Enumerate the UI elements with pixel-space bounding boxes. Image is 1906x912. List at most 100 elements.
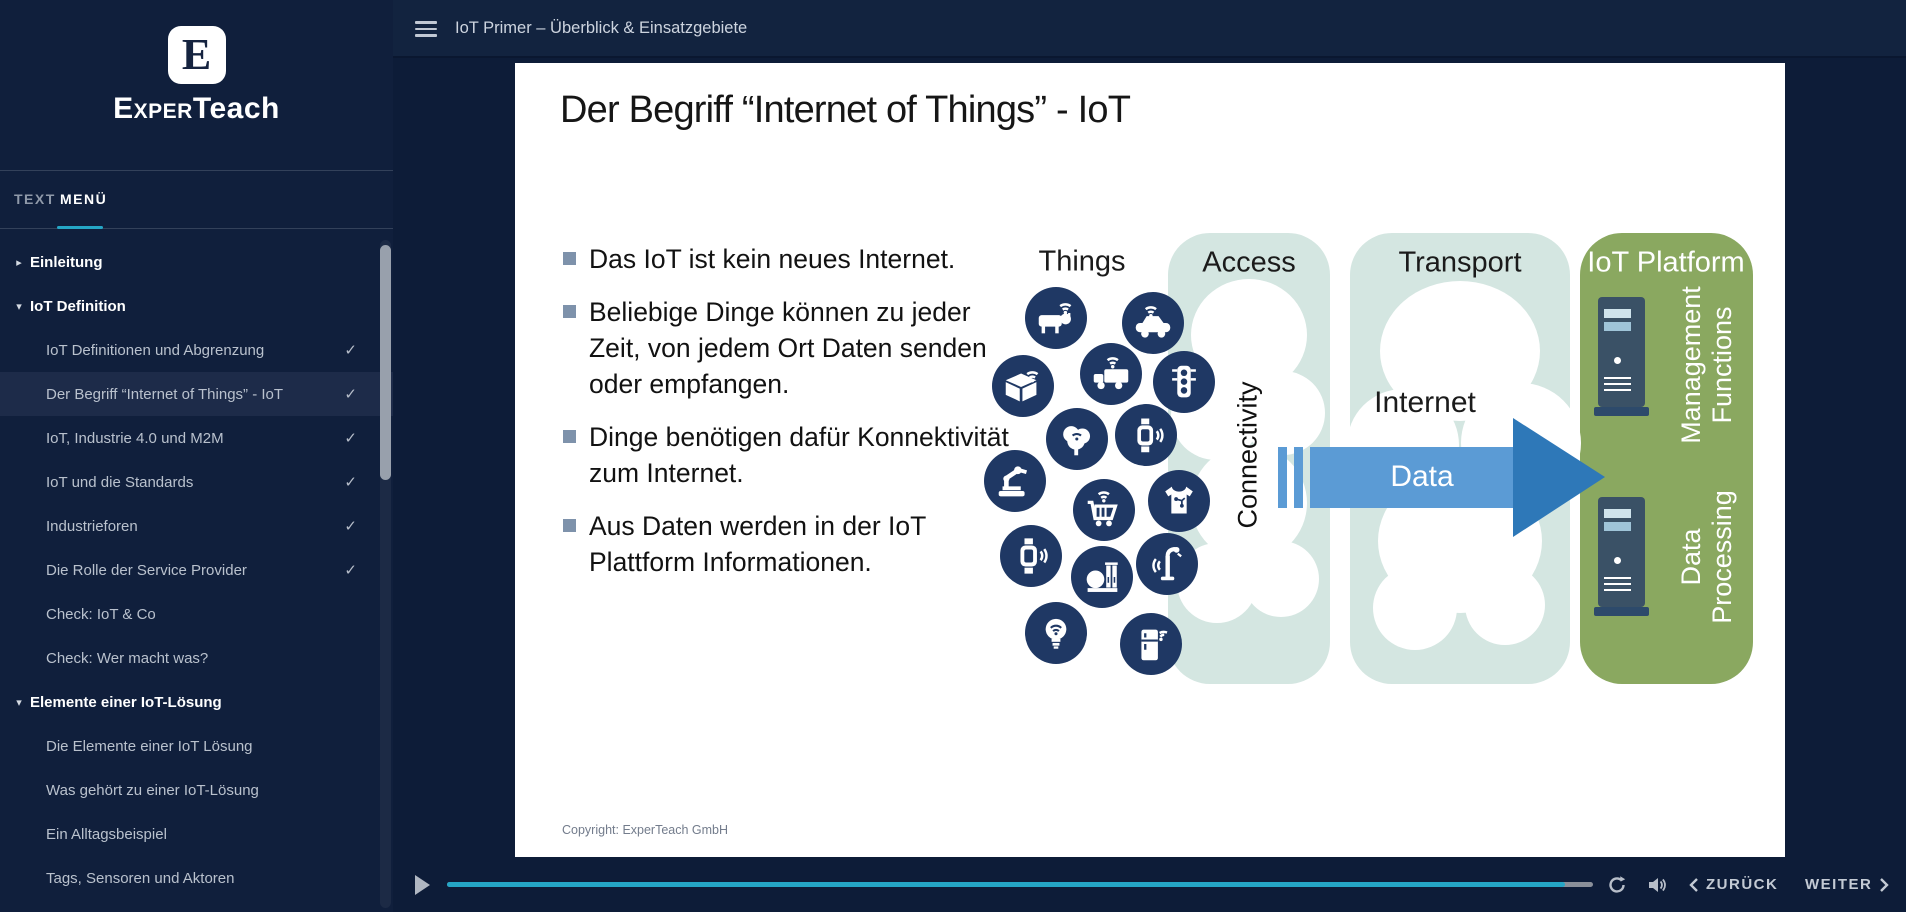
menu-item-2[interactable]: IoT Definitionen und Abgrenzung ✓ <box>0 328 393 372</box>
bullet-text: Beliebige Dinge können zu jeder Zeit, vo… <box>589 297 987 399</box>
connectivity-label: Connectivity <box>1232 381 1263 529</box>
progress-bar[interactable] <box>447 882 1593 887</box>
truck-icon <box>1080 343 1142 405</box>
refrigerator-icon <box>1120 613 1182 675</box>
completed-check-icon: ✓ <box>344 342 357 359</box>
menu-item-13[interactable]: Ein Alltagsbeispiel <box>0 812 393 856</box>
car-icon <box>1122 292 1184 354</box>
cow-icon <box>1025 287 1087 349</box>
smartwatch-icon <box>1115 404 1177 466</box>
menu-item-12[interactable]: Was gehört zu einer IoT-Lösung <box>0 768 393 812</box>
bullet-marker <box>563 519 576 532</box>
player-bar: ZURÜCK WEITER <box>393 857 1906 912</box>
menu-item-7[interactable]: Die Rolle der Service Provider ✓ <box>0 548 393 592</box>
menu-item-label: Was gehört zu einer IoT-Lösung <box>46 781 259 799</box>
topbar: IoT Primer – Überblick & Einsatzgebiete <box>393 0 1906 58</box>
smartwatch2-icon <box>1000 525 1062 587</box>
menu-section-0[interactable]: ▸Einleitung <box>0 240 393 284</box>
menu-item-6[interactable]: Industrieforen ✓ <box>0 504 393 548</box>
brand-name: ExperTeach <box>0 92 393 126</box>
industrial-plant-icon <box>1071 546 1133 608</box>
tab-menu[interactable]: MENÜ <box>60 191 108 207</box>
internet-label: Internet <box>1374 386 1476 419</box>
completed-check-icon: ✓ <box>344 430 357 447</box>
bullet-text: Aus Daten werden in der IoT Plattform In… <box>589 511 926 577</box>
back-button[interactable]: ZURÜCK <box>1688 876 1778 893</box>
traffic-light-icon <box>1153 351 1215 413</box>
volume-icon[interactable] <box>1646 874 1668 901</box>
tab-text[interactable]: TEXT <box>14 191 56 207</box>
caret-down-icon: ▾ <box>16 696 22 709</box>
bullet-item-3: Aus Daten werden in der IoT Plattform In… <box>563 508 1013 580</box>
next-button[interactable]: WEITER <box>1805 876 1890 893</box>
copyright-note: Copyright: ExperTeach GmbH <box>562 823 729 837</box>
slide: Der Begriff “Internet of Things” - IoT D… <box>515 63 1785 857</box>
bullet-list: Das IoT ist kein neues Internet. Beliebig… <box>563 241 1013 597</box>
brand-logo: E ExperTeach <box>0 26 393 126</box>
menu-item-4[interactable]: IoT, Industrie 4.0 und M2M ✓ <box>0 416 393 460</box>
completed-check-icon: ✓ <box>344 474 357 491</box>
sidebar-tabs: TEXT MENÜ <box>0 170 393 229</box>
shopping-cart-icon <box>1073 479 1135 541</box>
menu-item-label: Die Rolle der Service Provider <box>46 561 247 579</box>
menu-section-label: IoT Definition <box>30 297 126 315</box>
light-bulb-icon <box>1025 602 1087 664</box>
menu-item-label: Die Elemente einer IoT Lösung <box>46 737 253 755</box>
next-button-label: WEITER <box>1805 876 1873 893</box>
experteach-logo-icon: E <box>167 26 226 84</box>
menu-item-11[interactable]: Die Elemente einer IoT Lösung <box>0 724 393 768</box>
menu-item-3[interactable]: Der Begriff “Internet of Things” - IoT ✓ <box>0 372 393 416</box>
menu-item-label: IoT, Industrie 4.0 und M2M <box>46 429 224 447</box>
hamburger-menu-icon[interactable] <box>415 21 437 37</box>
data-arrow-label: Data <box>1390 460 1454 493</box>
play-button[interactable] <box>415 875 430 895</box>
street-lamp-icon <box>1136 533 1198 595</box>
menu-item-label: Check: IoT & Co <box>46 605 156 623</box>
transport-label: Transport <box>1398 246 1522 279</box>
completed-check-icon: ✓ <box>344 562 357 579</box>
transport-column <box>1350 233 1570 684</box>
bullet-marker <box>563 305 576 318</box>
menu-item-5[interactable]: IoT und die Standards✓ <box>0 460 393 504</box>
package-icon <box>992 355 1054 417</box>
menu-item-label: Industrieforen <box>46 517 138 535</box>
completed-check-icon: ✓ <box>344 386 357 403</box>
menu-item-14[interactable]: Tags, Sensoren und Aktoren <box>0 856 393 900</box>
sidebar-scrollbar-thumb[interactable] <box>380 245 391 480</box>
access-label: Access <box>1202 246 1296 279</box>
menu-item-9[interactable]: Check: Wer macht was? <box>0 636 393 680</box>
menu-section-label: Einleitung <box>30 253 103 271</box>
menu-item-label: IoT Definitionen und Abgrenzung <box>46 341 265 359</box>
bullet-item-0: Das IoT ist kein neues Internet. <box>563 241 1013 277</box>
brand-name-suffix: Teach <box>192 92 280 125</box>
slide-title: Der Begriff “Internet of Things” - IoT <box>560 89 1131 131</box>
menu-item-label: Der Begriff “Internet of Things” - IoT <box>46 385 284 403</box>
sidebar-scrollbar-track[interactable] <box>380 240 391 908</box>
chevron-right-icon <box>1880 878 1890 892</box>
robot-arm-icon <box>984 450 1046 512</box>
back-button-label: ZURÜCK <box>1706 876 1779 893</box>
progress-fill <box>447 882 1566 887</box>
iot-platform-label: IoT Platform <box>1587 246 1745 279</box>
menu-item-label: Tags, Sensoren und Aktoren <box>46 869 235 887</box>
things-label: Things <box>1038 245 1126 278</box>
menu-item-8[interactable]: Check: IoT & Co <box>0 592 393 636</box>
smart-shirt-icon <box>1148 470 1210 532</box>
menu-item-label: Check: Wer macht was? <box>46 649 209 667</box>
server-icon <box>1594 297 1649 417</box>
menu-section-10[interactable]: ▾ Elemente einer IoT-Lösung <box>0 680 393 724</box>
sidebar: E ExperTeach TEXT MENÜ ▸Einleitung▾IoT D… <box>0 0 393 912</box>
bullet-marker <box>563 430 576 443</box>
replay-icon[interactable] <box>1606 874 1628 901</box>
bullet-marker <box>563 252 576 265</box>
tree-icon <box>1046 408 1108 470</box>
server-icon <box>1594 497 1649 617</box>
active-tab-underline <box>57 226 103 229</box>
completed-check-icon: ✓ <box>344 518 357 535</box>
menu-section-1[interactable]: ▾IoT Definition <box>0 284 393 328</box>
menu-section-label: Elemente einer IoT-Lösung <box>30 693 222 711</box>
